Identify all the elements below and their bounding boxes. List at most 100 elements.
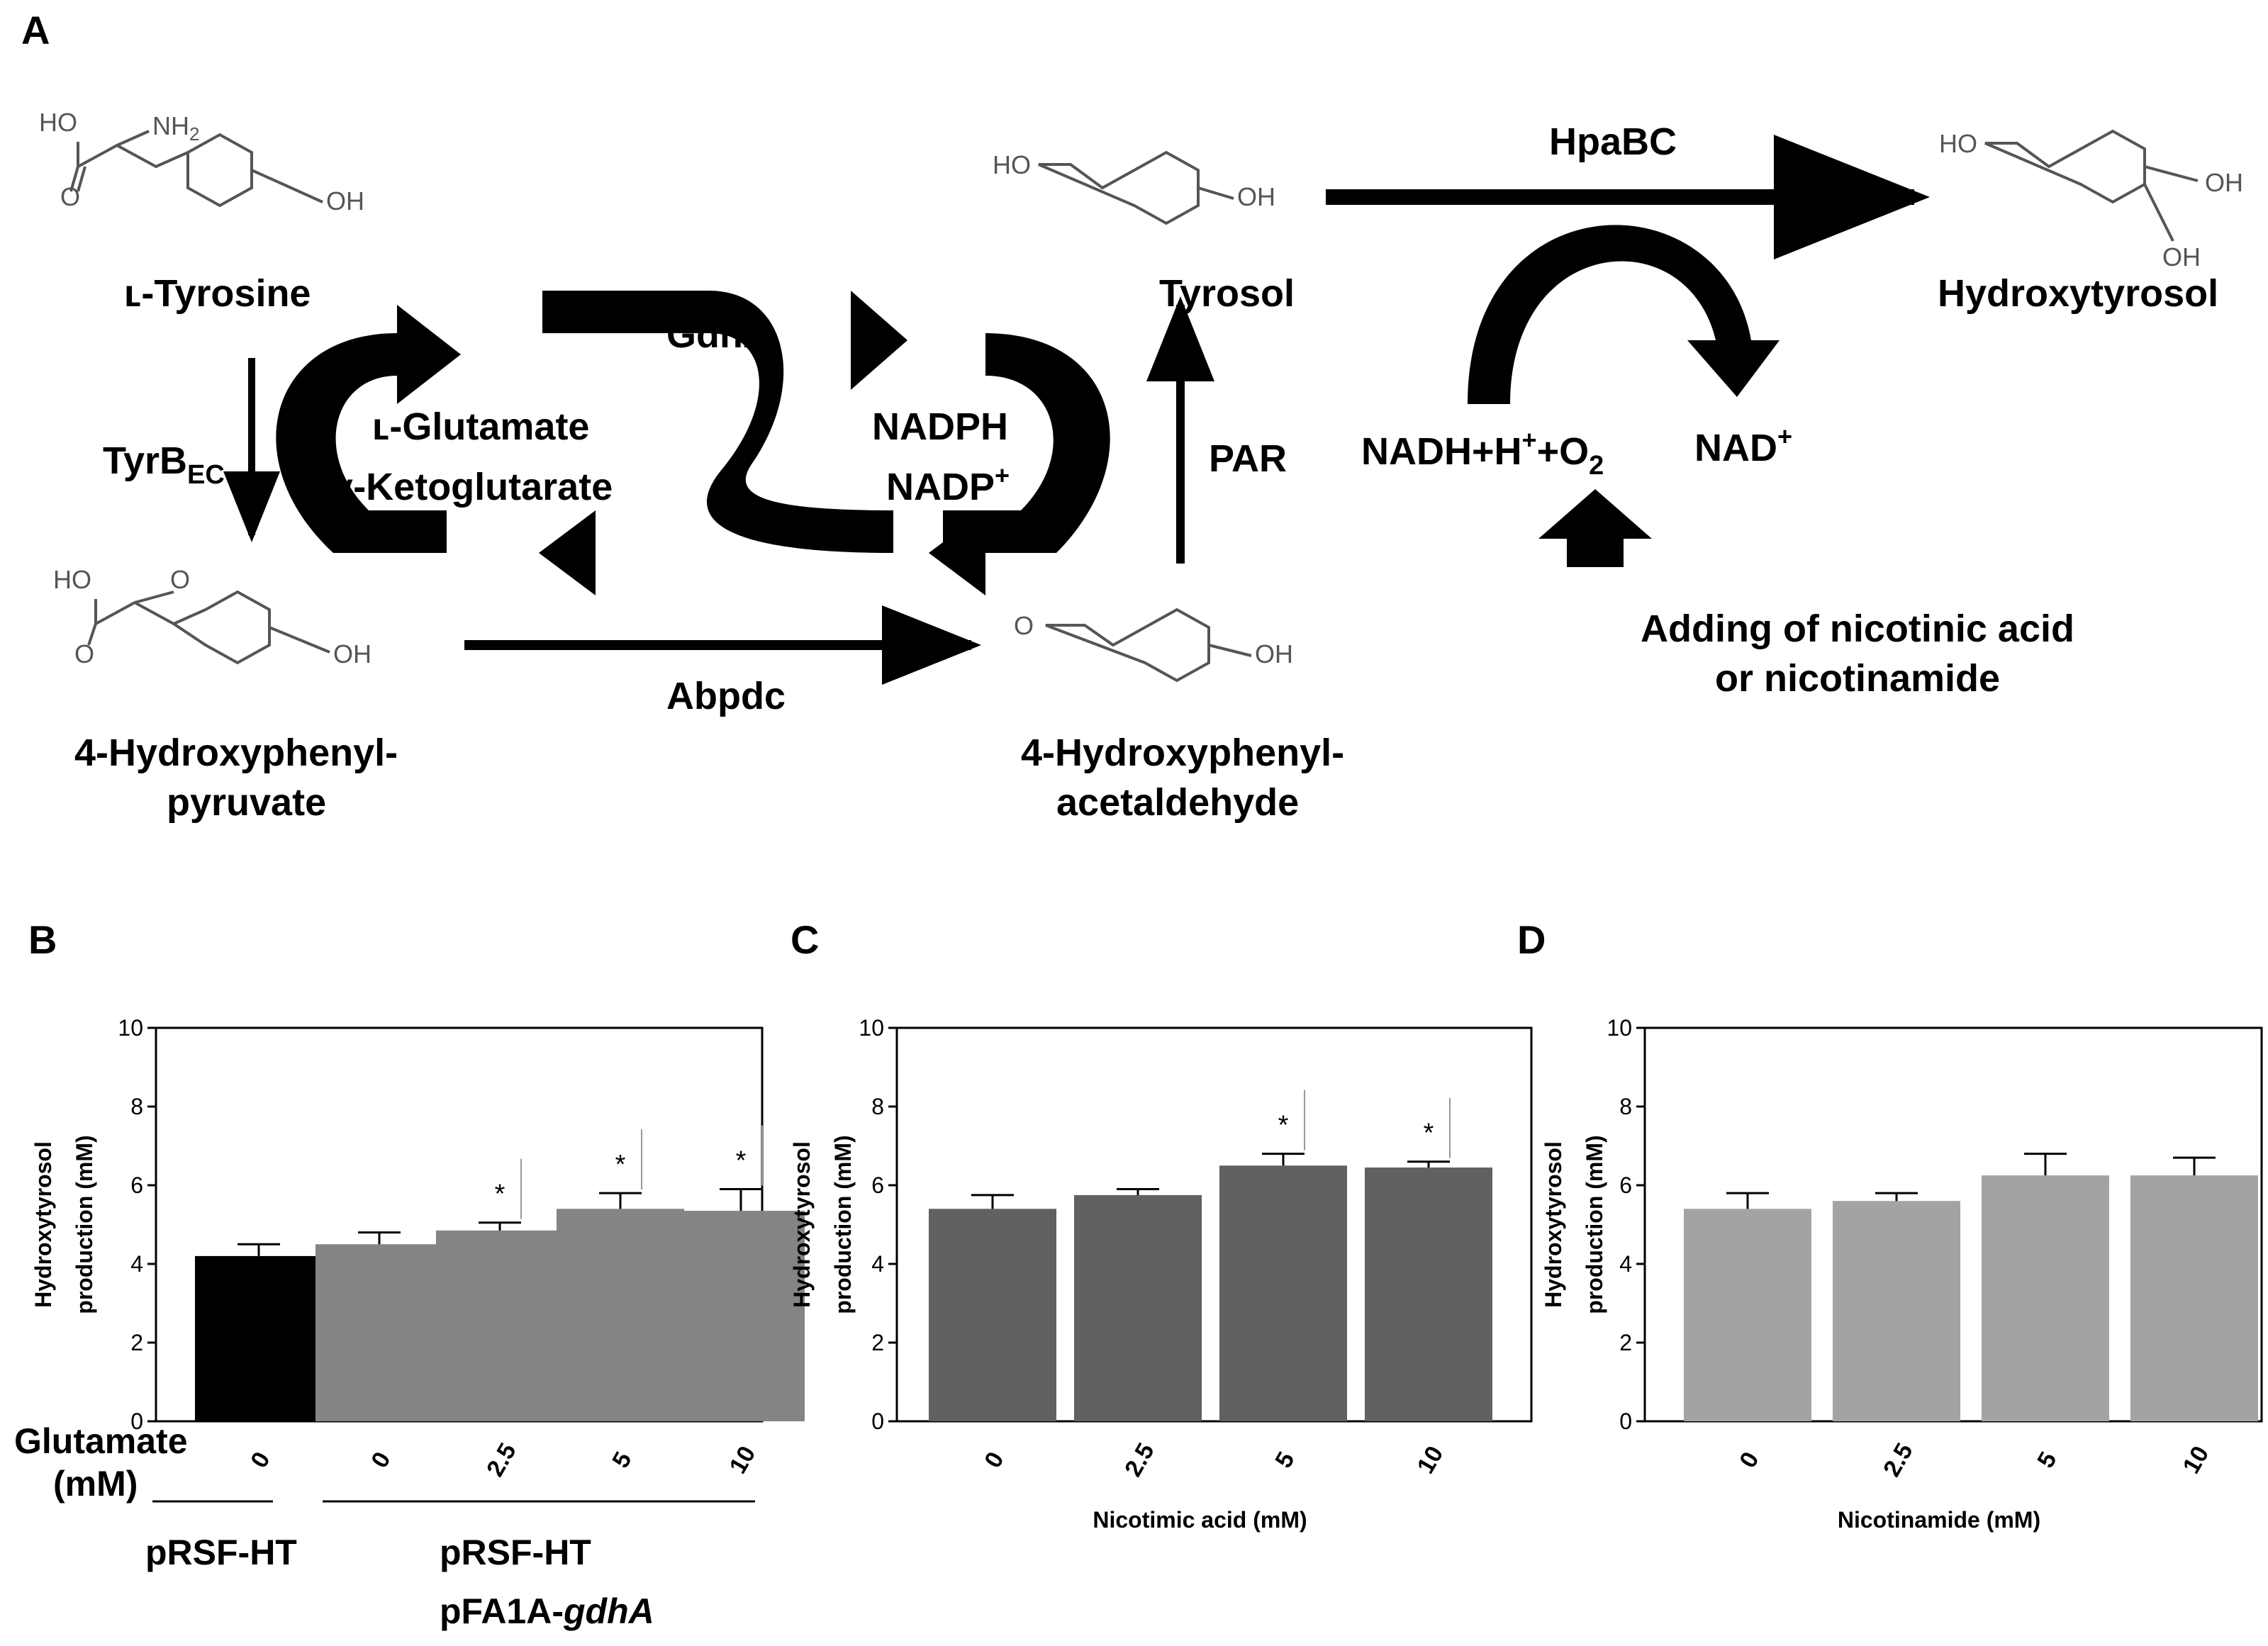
y-tick-label: 8	[130, 1094, 143, 1119]
y-axis-label-line2: production (mM)	[1582, 1135, 1607, 1314]
glutamate-title-line1: Glutamate	[14, 1421, 188, 1461]
nicotinic-note-line1: Adding of nicotinic acid	[1641, 608, 2074, 650]
y-axis-label-line1: Hydroxytyrosol	[1541, 1141, 1566, 1308]
hpaa-label-line2: acetaldehyde	[1056, 781, 1299, 824]
x-tick-label: 5	[1270, 1448, 1300, 1472]
y-tick-label: 4	[871, 1251, 884, 1277]
y-tick-label: 0	[1619, 1409, 1632, 1434]
y-axis-label-line1: Hydroxytyrosol	[30, 1141, 56, 1308]
nicotinic-note-line2: or nicotinamide	[1715, 657, 2000, 700]
bar	[1219, 1165, 1347, 1421]
tyrosol-structure: HO OH	[993, 150, 1275, 225]
svg-text:OH: OH	[326, 186, 364, 215]
y-tick-label: 4	[130, 1251, 143, 1277]
svg-text:OH: OH	[2162, 242, 2201, 271]
panel-a-label: A	[21, 8, 50, 52]
svg-text:HO: HO	[993, 150, 1031, 179]
hpp-structure: HO O O OH	[53, 565, 372, 668]
svg-text:HO: HO	[53, 565, 91, 594]
y-tick-label: 6	[1619, 1172, 1632, 1198]
x-tick-label: 0	[979, 1448, 1009, 1472]
y-tick-label: 0	[130, 1409, 143, 1434]
x-tick-label: 0	[245, 1448, 275, 1472]
bar	[2130, 1175, 2258, 1421]
svg-text:O: O	[170, 565, 190, 594]
panel-b-label: B	[28, 917, 57, 962]
bar	[677, 1211, 805, 1421]
group-2-label-line1: pRSF-HT	[440, 1533, 591, 1572]
y-tick-label: 6	[871, 1172, 884, 1198]
y-tick-label: 2	[871, 1330, 884, 1355]
y-tick-label: 0	[871, 1409, 884, 1434]
y-tick-label: 10	[859, 1015, 884, 1041]
gdha-label: GdhA	[666, 313, 771, 356]
y-axis-label-line2: production (mM)	[830, 1135, 856, 1314]
svg-text:HO: HO	[1939, 129, 1977, 158]
a-ketoglutarate-label: α-Ketoglutarate	[330, 466, 613, 508]
x-tick-label: 2.5	[481, 1439, 522, 1482]
tyrb-label: TyrBEC	[103, 440, 225, 490]
bar	[557, 1209, 684, 1421]
x-tick-label: 2.5	[1119, 1439, 1160, 1482]
hpp-label-line1: 4-Hydroxyphenyl-	[74, 732, 398, 774]
bar	[1684, 1209, 1811, 1421]
x-tick-label: 5	[607, 1448, 637, 1472]
svg-text:OH: OH	[2205, 168, 2243, 197]
bar	[1982, 1175, 2109, 1421]
x-axis-label: Nicotinamide (mM)	[1838, 1507, 2040, 1533]
x-tick-label: 2.5	[1878, 1439, 1918, 1482]
l-glutamate-label: ʟ-Glutamate	[372, 405, 589, 448]
group-1-label: pRSF-HT	[145, 1533, 297, 1572]
bar	[1074, 1194, 1202, 1421]
hpabc-label: HpaBC	[1549, 121, 1677, 163]
y-tick-label: 2	[1619, 1330, 1632, 1355]
y-tick-label: 4	[1619, 1251, 1632, 1277]
significance-star: *	[615, 1150, 626, 1180]
hydroxytyrosol-structure: HO OH OH	[1939, 129, 2243, 271]
hpaa-label-line1: 4-Hydroxyphenyl-	[1021, 732, 1344, 774]
hpp-label-line2: pyruvate	[167, 781, 326, 824]
x-tick-label: 10	[725, 1442, 761, 1479]
svg-text:O: O	[60, 182, 80, 211]
plot-frame	[895, 1026, 1533, 1423]
svg-text:NH2: NH2	[152, 111, 199, 145]
bar	[436, 1230, 564, 1421]
l-tyrosine-label: ʟ-Tyrosine	[124, 272, 311, 315]
y-tick-label: 10	[118, 1015, 143, 1041]
nadh-label: NADH+H++O2	[1361, 425, 1604, 481]
bar	[1365, 1168, 1492, 1421]
bar	[1833, 1201, 1960, 1421]
significance-star: *	[1424, 1119, 1434, 1148]
significance-star: *	[736, 1146, 747, 1176]
bar	[315, 1244, 443, 1421]
hpaa-structure: O OH	[1014, 608, 1293, 683]
panel-c-label: C	[791, 917, 819, 962]
svg-text:OH: OH	[1237, 182, 1275, 211]
svg-text:HO: HO	[39, 108, 77, 137]
y-tick-label: 6	[130, 1172, 143, 1198]
par-label: PAR	[1209, 437, 1287, 480]
significance-star: *	[1278, 1111, 1289, 1141]
nadph-label: NADPH	[872, 405, 1008, 448]
x-tick-label: 0	[366, 1448, 396, 1472]
y-axis-label-line2: production (mM)	[72, 1135, 97, 1314]
svg-text:OH: OH	[333, 639, 372, 668]
bar	[929, 1209, 1056, 1421]
svg-text:OH: OH	[1255, 639, 1293, 668]
y-axis-label-line1: Hydroxytyrosol	[789, 1141, 815, 1308]
y-tick-label: 8	[1619, 1094, 1632, 1119]
x-tick-label: 0	[1734, 1448, 1764, 1472]
glutamate-title-line2: (mM)	[53, 1464, 138, 1504]
x-tick-label: 5	[2032, 1448, 2062, 1472]
l-tyrosine-structure: HO NH2 O OH	[39, 108, 364, 215]
y-tick-label: 2	[130, 1330, 143, 1355]
hydroxytyrosol-label: Hydroxytyrosol	[1938, 272, 2218, 315]
x-axis-label: Nicotimic acid (mM)	[1093, 1507, 1307, 1533]
svg-text:O: O	[74, 639, 94, 668]
abpdc-label: Abpdc	[666, 675, 786, 717]
svg-text:O: O	[1014, 611, 1034, 640]
